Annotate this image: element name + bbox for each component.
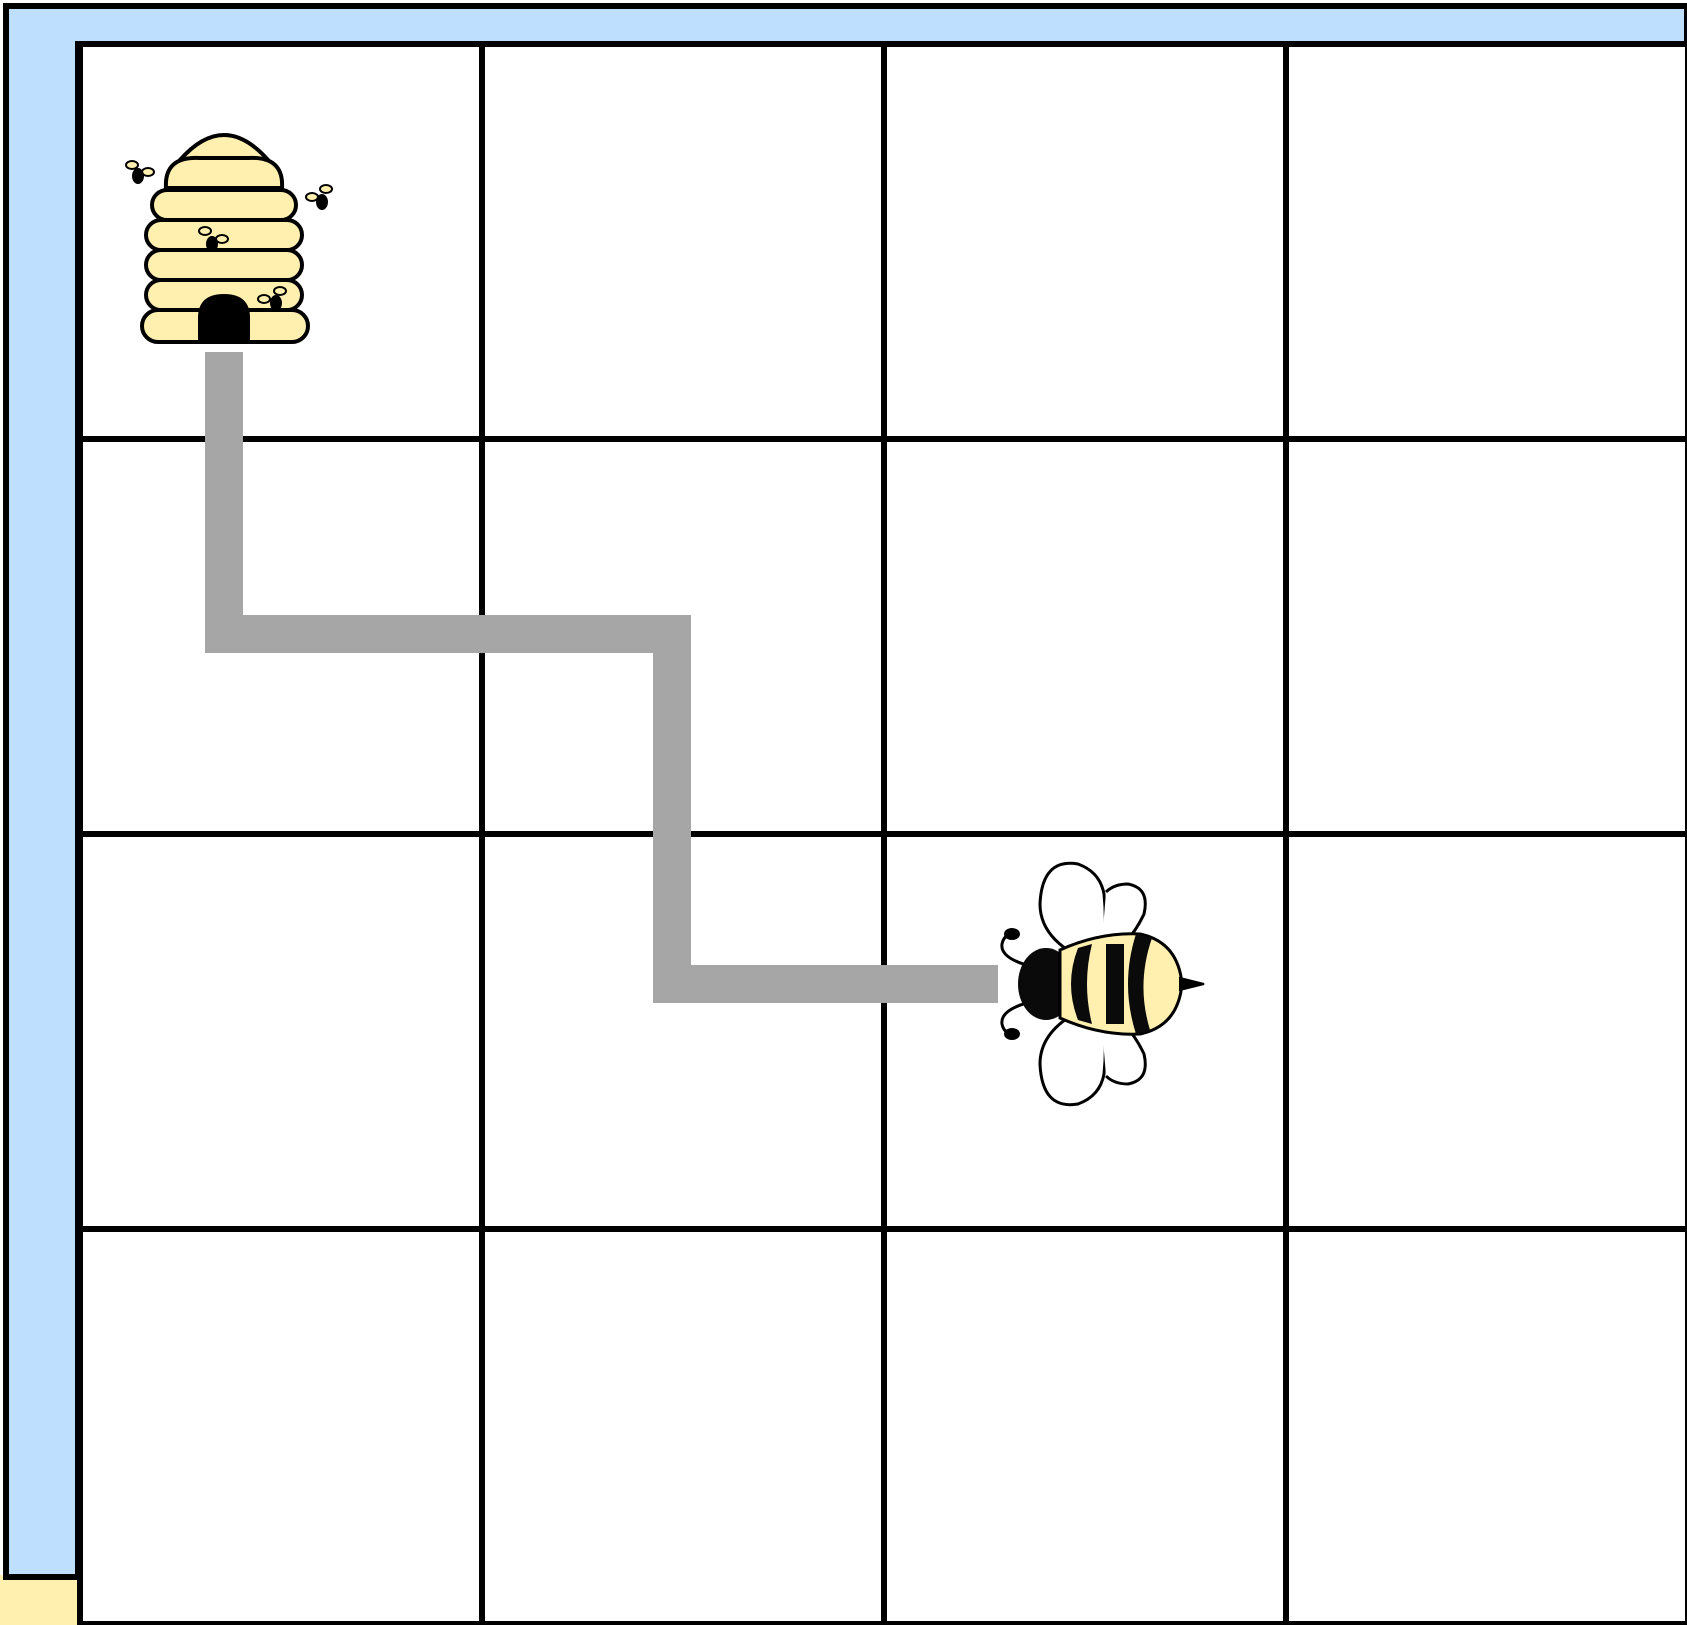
- board-corner: [0, 1575, 80, 1625]
- grid: [80, 44, 1687, 1625]
